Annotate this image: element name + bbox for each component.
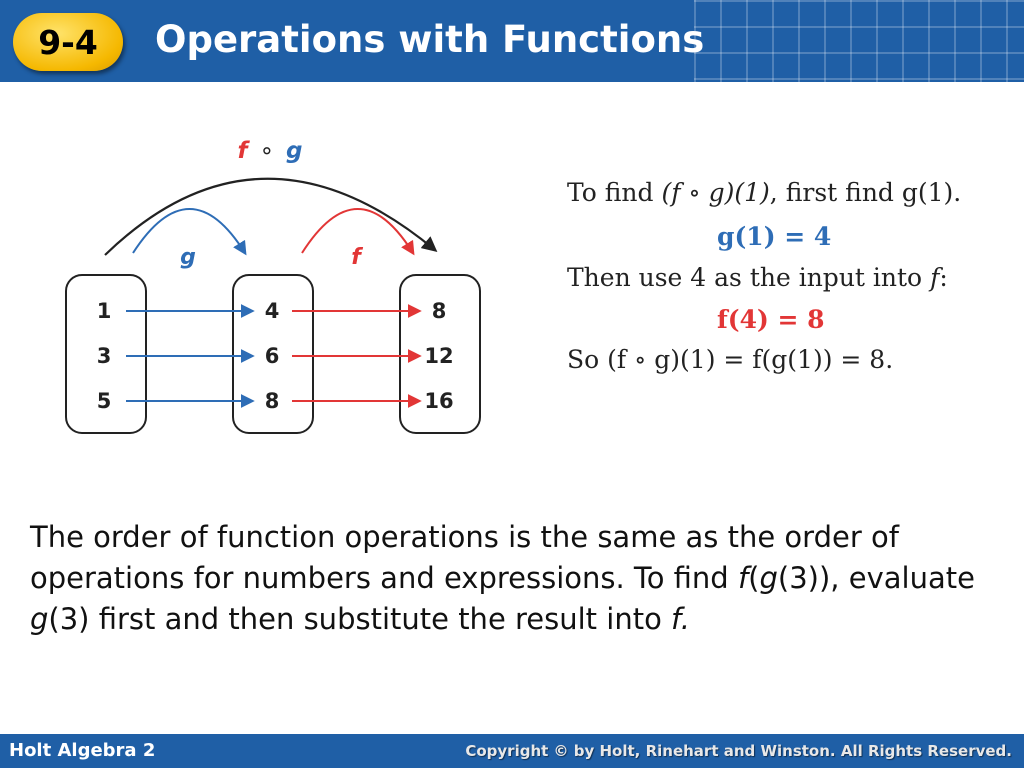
header-bar: 9-4 Operations with Functions <box>0 0 1024 82</box>
para-part-2: ( <box>748 561 760 595</box>
domain-value: 1 <box>97 299 112 323</box>
range-value: 8 <box>432 299 447 323</box>
domain-value: 5 <box>97 389 112 413</box>
middle-value: 8 <box>265 389 280 413</box>
domain-value: 3 <box>97 344 112 368</box>
middle-value: 4 <box>265 299 280 323</box>
footer-course: Holt Algebra 2 <box>9 740 156 761</box>
middle-box <box>232 274 314 434</box>
domain-box <box>65 274 147 434</box>
lesson-badge: 9-4 <box>13 13 123 71</box>
line1-composite: (f ∘ g)(1) <box>661 178 770 207</box>
line1-prefix: To find <box>567 178 662 207</box>
line3-var: f <box>930 263 940 292</box>
explanation-line-4: f(4) = 8 <box>717 305 825 334</box>
para-f-2: f. <box>671 602 690 636</box>
composition-diagram: f ∘ g g f 1 3 5 4 6 8 8 12 16 <box>65 138 481 434</box>
f-label: f <box>351 245 363 270</box>
explanation-line-5: So (f ∘ g)(1) = f(g(1)) = 8. <box>567 345 894 374</box>
para-part-1: The order of function operations is the … <box>30 520 899 595</box>
line3-prefix: Then use 4 as the input into <box>567 263 931 292</box>
line1-suffix: , first find g(1). <box>769 178 962 207</box>
para-g-1: g <box>759 561 778 595</box>
range-value: 16 <box>424 389 453 413</box>
para-part-4: (3) first and then substitute the result… <box>48 602 672 636</box>
composite-f: f <box>238 138 251 164</box>
para-g-2: g <box>30 602 49 636</box>
explanation-line-2: g(1) = 4 <box>717 222 832 251</box>
para-part-3: (3)), evaluate <box>777 561 975 595</box>
line3-suffix: : <box>939 263 948 292</box>
composite-op: ∘ <box>260 138 274 164</box>
middle-value: 6 <box>265 344 280 368</box>
g-arc-arrow <box>132 208 247 256</box>
order-of-operations-paragraph: The order of function operations is the … <box>30 517 990 640</box>
composite-label: f ∘ g <box>238 138 303 164</box>
para-f-1: f <box>737 561 749 595</box>
explanation-line-3: Then use 4 as the input into f: <box>567 263 948 292</box>
composite-g: g <box>286 138 302 164</box>
page-title: Operations with Functions <box>155 18 705 61</box>
range-box <box>399 274 481 434</box>
composite-arrow <box>104 177 438 256</box>
g-label: g <box>180 245 196 270</box>
range-value: 12 <box>424 344 453 368</box>
footer-bar: Holt Algebra 2 Copyright © by Holt, Rine… <box>0 734 1024 768</box>
explanation-line-1: To find (f ∘ g)(1), first find g(1). <box>567 178 961 207</box>
f-arc-arrow <box>301 208 415 256</box>
header-grid-pattern <box>694 0 1024 82</box>
footer-copyright: Copyright © by Holt, Rinehart and Winsto… <box>465 742 1012 760</box>
